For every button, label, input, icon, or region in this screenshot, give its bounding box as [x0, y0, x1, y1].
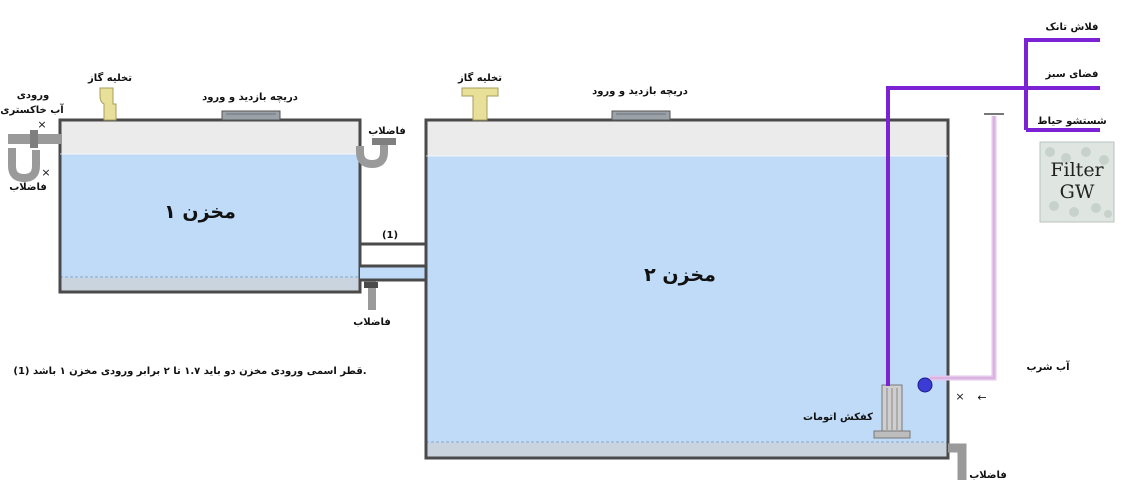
greywater-filter: [1039, 141, 1115, 223]
potable-water-pipe: [917, 113, 1004, 393]
connector-pipe: [360, 266, 426, 280]
greywater-inlet-label-1: ورودی: [17, 90, 50, 101]
automatic-sump-pump: [873, 384, 911, 439]
tank-1-left-drain-label: فاضلاب: [9, 182, 47, 193]
tank-1-bottom-drain-cap: [364, 282, 378, 288]
connector-marker: (1): [382, 230, 398, 241]
tank-2-gas-vent: [461, 87, 499, 121]
tank-1-overflow-trap: [356, 140, 388, 169]
tank-1-gas-vent: [99, 87, 117, 121]
tank-1-water: [60, 154, 360, 292]
tank-1-bottom-drain-label: فاضلاب: [353, 317, 391, 328]
greywater-inlet-label-2: آب خاکستری: [0, 103, 64, 116]
potable-valve-mark: ×: [955, 390, 964, 403]
tank-1-left-drain-trap: [7, 148, 40, 183]
tank-2-inspection-hatch: [611, 110, 671, 121]
filter-label-line-2: GW: [1060, 181, 1095, 203]
pump-label: کفکش اتومات: [803, 412, 873, 423]
potable-flow-arrow: ←: [977, 391, 986, 404]
tank-1-overflow-cap: [372, 138, 396, 145]
tank-1: مخزن ۱ تخلیه گاز دریچه بازدید و ورود ورو…: [0, 71, 406, 328]
potable-water-label: آب شرب: [1026, 360, 1070, 373]
tank-2-hatch-label: دریچه بازدید و ورود: [592, 86, 688, 97]
tank-2-sediment: [426, 443, 948, 458]
tank-1-title: مخزن ۱: [164, 201, 236, 223]
tank-1-air-space: [60, 120, 360, 154]
tank-2: مخزن ۲ تخلیه گاز دریچه بازدید و ورود فاض…: [424, 71, 1007, 481]
tank-2-gas-vent-label: تخلیه گاز: [457, 71, 502, 84]
footnote: (1) قطر اسمی ورودی مخزن دو باید ۱.۷ تا ۲…: [13, 366, 366, 377]
greywater-inlet-pipe: [8, 130, 62, 148]
tank-1-sediment: [60, 278, 360, 292]
tank-connector: (1): [360, 230, 426, 282]
tank-1-wall: [58, 118, 362, 294]
outlet-green-space-label: فضای سبز: [1045, 69, 1099, 80]
tank-1-overflow-label: فاضلاب: [368, 126, 406, 137]
outlet-toilet-flush-label: فلاش تانک: [1046, 22, 1099, 33]
distribution-pipe: [886, 38, 1100, 386]
filter-label-line-1: Filter: [1050, 159, 1104, 181]
left-drain-mark: ×: [41, 166, 50, 179]
tank-2-bottom-drain-label: فاضلاب: [969, 470, 1007, 481]
tank-1-inspection-hatch: [221, 110, 281, 121]
greywater-inlet-mark: ×: [37, 118, 46, 131]
tank-2-title: مخزن ۲: [644, 264, 716, 286]
tank-1-hatch-label: دریچه بازدید و ورود: [202, 92, 298, 103]
tank-2-water: [426, 156, 948, 458]
tank-2-air-space: [426, 120, 948, 156]
tank-2-wall: [424, 118, 950, 460]
outlet-yard-wash-label: شستشو حیاط: [1037, 116, 1107, 127]
tank-2-bottom-drain: [948, 443, 967, 480]
tank-1-gas-vent-label: تخلیه گاز: [87, 71, 132, 84]
float-valve: [917, 377, 933, 393]
